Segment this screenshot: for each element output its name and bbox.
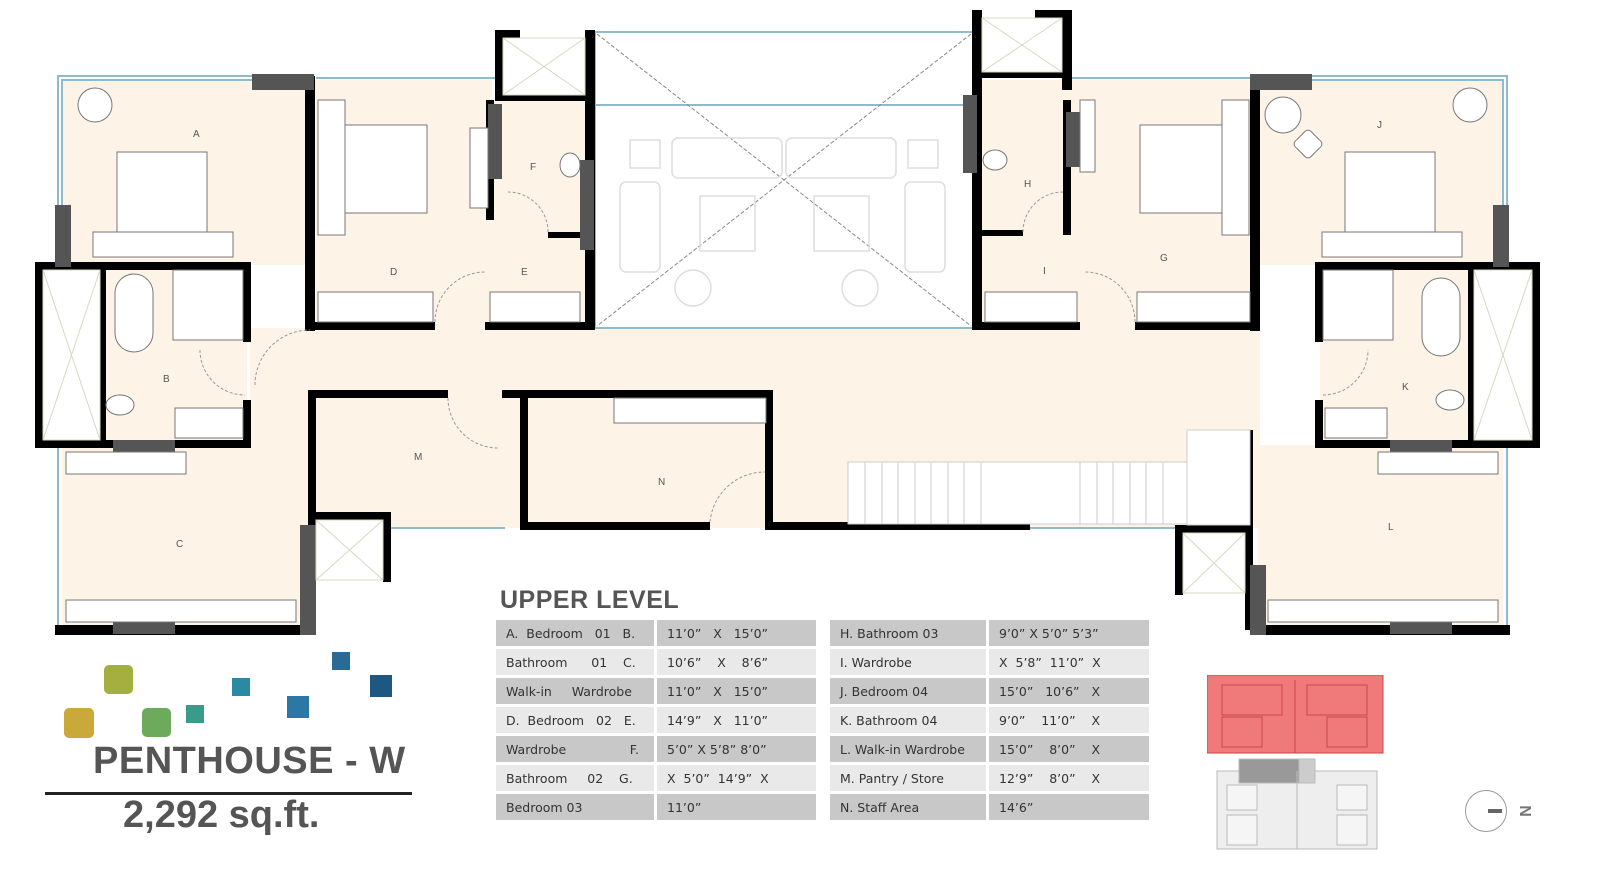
room-labels: A B C D E F G H I J K L M N bbox=[163, 120, 1409, 550]
void-cross bbox=[596, 33, 972, 327]
svg-text:M: M bbox=[414, 452, 422, 463]
svg-text:D: D bbox=[390, 267, 397, 278]
unit-name: PENTHOUSE - W bbox=[93, 740, 406, 782]
living-furniture-ghost bbox=[619, 137, 946, 307]
compass-needle bbox=[1488, 809, 1502, 813]
logo-square bbox=[142, 708, 171, 737]
svg-text:A: A bbox=[193, 129, 200, 140]
bathtub-k bbox=[1421, 277, 1461, 357]
table-row: Bathroom 01 C.10’6” X 8’6” bbox=[496, 649, 816, 675]
walls bbox=[35, 10, 1540, 635]
bed-a bbox=[116, 151, 208, 233]
logo-square bbox=[232, 678, 250, 696]
unit-area: 2,292 sq.ft. bbox=[123, 794, 320, 836]
columns bbox=[55, 74, 1509, 635]
bed-j bbox=[1344, 151, 1436, 233]
table-row: Wardrobe F.5’0” X 5’8” 8’0” bbox=[496, 736, 816, 762]
shafts bbox=[42, 17, 1533, 594]
table-row: A. Bedroom 01 B.11’0” X 15’0” bbox=[496, 620, 816, 646]
table-row: D. Bedroom 02 E.14’9” X 11’0” bbox=[496, 707, 816, 733]
svg-text:J: J bbox=[1377, 120, 1382, 131]
logo-square bbox=[104, 665, 133, 694]
furniture bbox=[65, 87, 1499, 623]
logo-square bbox=[332, 652, 350, 670]
bathtub-b bbox=[114, 273, 154, 353]
bed-g bbox=[1139, 124, 1223, 214]
logo-square bbox=[370, 675, 392, 697]
compass-label: N bbox=[1515, 805, 1533, 817]
divider bbox=[45, 792, 412, 795]
logo-square bbox=[186, 705, 204, 723]
svg-text:H: H bbox=[1024, 179, 1031, 190]
stair-treads bbox=[864, 462, 1164, 524]
svg-text:N: N bbox=[658, 477, 665, 488]
logo-square bbox=[287, 696, 309, 718]
bed-d bbox=[344, 124, 428, 214]
svg-text:L: L bbox=[1388, 522, 1394, 533]
svg-text:F: F bbox=[530, 162, 536, 173]
svg-text:K: K bbox=[1402, 382, 1409, 393]
north-arrow-icon bbox=[1465, 790, 1507, 832]
glazing bbox=[57, 75, 1508, 630]
svg-text:C: C bbox=[176, 539, 183, 550]
svg-text:G: G bbox=[1160, 253, 1168, 264]
svg-text:I: I bbox=[1043, 266, 1046, 277]
svg-text:E: E bbox=[521, 267, 528, 278]
room-schedule-left: A. Bedroom 01 B.11’0” X 15’0” Bathroom 0… bbox=[496, 617, 816, 823]
logo-square bbox=[64, 708, 94, 738]
plan-title: UPPER LEVEL bbox=[500, 586, 680, 614]
svg-text:B: B bbox=[163, 374, 170, 385]
key-plan bbox=[1207, 675, 1384, 850]
door-swings bbox=[199, 191, 1369, 523]
table-row: Bathroom 02 G.X 5’0” 14’9” X bbox=[496, 765, 816, 791]
